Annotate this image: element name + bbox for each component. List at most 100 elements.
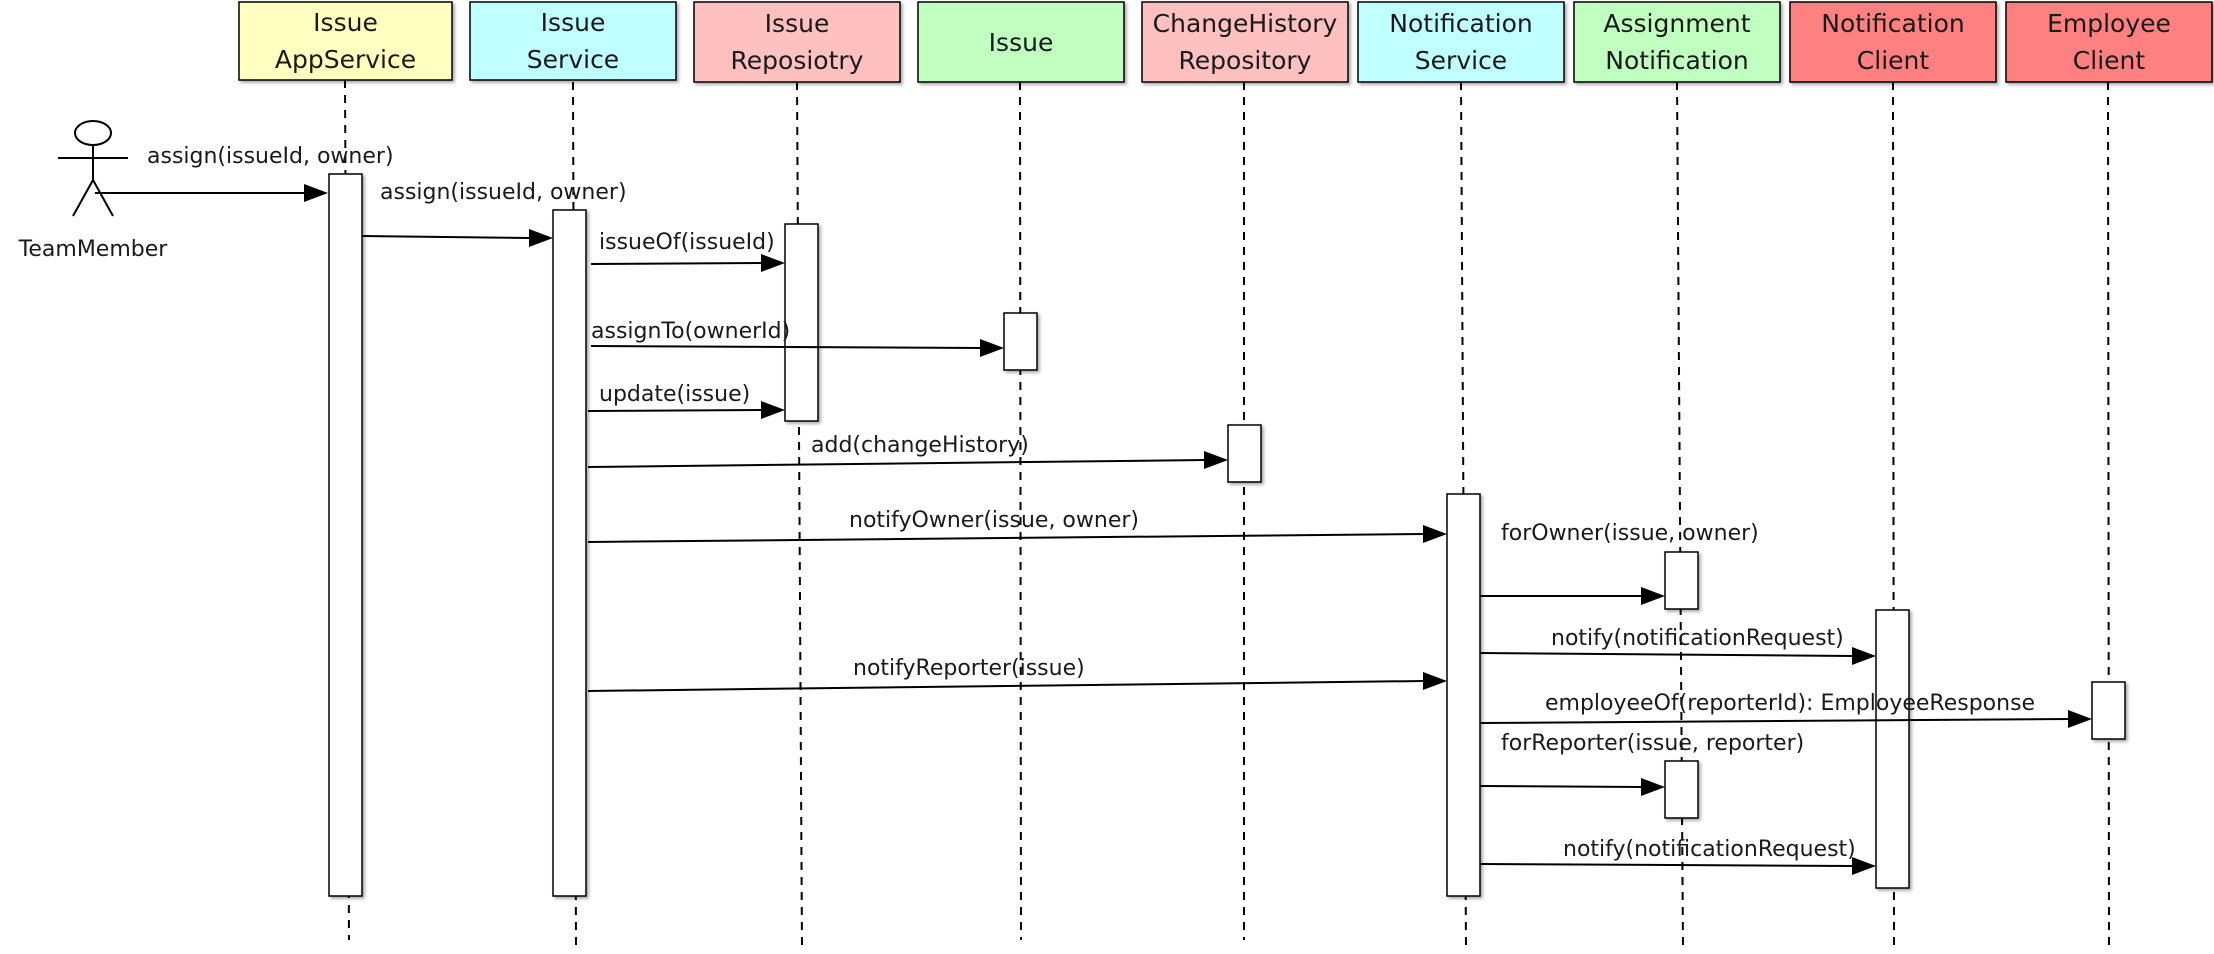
participant-label-line2: Client — [2073, 46, 2146, 75]
message-label-8: forOwner(issue, owner) — [1501, 521, 1759, 546]
lifeline-employee-client — [2107, 81, 2110, 951]
actor-left-leg — [72, 179, 94, 217]
message-10 — [587, 672, 1447, 692]
message-13 — [1479, 857, 1876, 875]
activation-assignment-notification-reporter — [1664, 760, 1699, 819]
message-label-6: add(changeHistory) — [811, 433, 1029, 458]
arrowhead — [980, 339, 1004, 357]
participant-label-line1: Assignment — [1603, 9, 1750, 38]
activation-issue — [1003, 312, 1038, 371]
message-2 — [361, 229, 553, 247]
message-line — [1479, 652, 1854, 657]
lifeline-assignment-notification — [1676, 81, 1684, 951]
participant-employee-client: Employee Client — [2005, 1, 2213, 83]
participant-label-line1: Issue — [989, 28, 1054, 57]
actor-right-leg — [92, 179, 114, 217]
arrowhead — [761, 401, 785, 419]
participant-label-line1: Issue — [541, 8, 606, 37]
message-line — [1479, 718, 2070, 724]
message-6 — [587, 451, 1228, 469]
message-5 — [587, 401, 785, 419]
participant-box — [693, 1, 901, 83]
participant-box — [469, 1, 677, 81]
participant-box — [2005, 1, 2213, 83]
participant-box — [1573, 1, 1781, 83]
arrowhead — [1852, 857, 1876, 875]
message-label-5: update(issue) — [599, 382, 750, 407]
participant-issue-appservice: Issue AppService — [238, 1, 453, 81]
activation-employee-client — [2091, 681, 2126, 740]
participant-label-line2: Client — [1857, 46, 1930, 75]
participant-label-line1: Notification — [1389, 9, 1532, 38]
arrowhead — [1423, 525, 1447, 543]
participant-assignment-notification: Assignment Notification — [1573, 1, 1781, 83]
message-label-11: employeeOf(reporterId): EmployeeResponse — [1545, 691, 2035, 716]
arrowhead — [529, 229, 553, 247]
participant-label-line1: ChangeHistory — [1153, 9, 1338, 38]
message-label-4: assignTo(ownerId) — [591, 319, 790, 344]
arrowhead — [1204, 451, 1228, 469]
arrowhead — [1423, 672, 1447, 690]
message-3 — [590, 254, 785, 272]
participant-label-line2: Reposiotry — [731, 46, 864, 75]
message-1 — [95, 184, 328, 202]
activation-issue-repository — [784, 223, 819, 422]
arrowhead — [1852, 647, 1876, 665]
participant-changehistory-repository: ChangeHistory Repository — [1141, 1, 1349, 83]
participant-label-line2: Service — [1415, 46, 1507, 75]
message-label-9: notify(notificationRequest) — [1551, 626, 1844, 651]
message-11 — [1479, 710, 2092, 728]
message-label-13: notify(notificationRequest) — [1563, 837, 1856, 862]
message-line — [587, 533, 1425, 543]
participant-issue-service: Issue Service — [469, 1, 677, 81]
participant-label-line2: Repository — [1179, 46, 1312, 75]
message-9 — [1479, 647, 1876, 665]
arrowhead — [2068, 710, 2092, 728]
message-line — [587, 680, 1425, 692]
activation-notification-client — [1875, 609, 1910, 889]
actor-head — [74, 120, 112, 146]
participant-box — [238, 1, 453, 81]
activation-issue-service — [552, 209, 587, 897]
message-7 — [587, 525, 1447, 543]
message-line — [587, 459, 1206, 468]
message-line — [1479, 863, 1854, 867]
participant-label-line1: Notification — [1821, 9, 1964, 38]
participant-issue-repository: Issue Reposiotry — [693, 1, 901, 83]
message-12 — [1479, 778, 1665, 796]
actor-label: TeamMember — [18, 237, 169, 262]
activation-changehistory-repository — [1227, 424, 1262, 483]
participant-box — [1141, 1, 1349, 83]
message-label-7: notifyOwner(issue, owner) — [849, 508, 1139, 533]
message-label-10: notifyReporter(issue) — [853, 656, 1085, 681]
participant-label-line2: AppService — [275, 45, 416, 74]
message-label-12: forReporter(issue, reporter) — [1501, 731, 1804, 756]
actor-teammember — [58, 120, 128, 217]
message-4 — [590, 339, 1004, 357]
activation-notification-service — [1446, 493, 1481, 897]
participant-issue: Issue — [917, 1, 1125, 83]
arrowhead — [1641, 778, 1665, 796]
arrowhead — [761, 254, 785, 272]
message-line — [1479, 785, 1643, 788]
participant-label-line2: Notification — [1605, 46, 1748, 75]
message-line — [361, 235, 531, 239]
participant-label-line1: Issue — [313, 8, 378, 37]
arrowhead — [1641, 587, 1665, 605]
participant-label-line2: Service — [527, 45, 619, 74]
message-label-1: assign(issueId, owner) — [147, 144, 394, 169]
message-line — [590, 345, 982, 349]
activation-assignment-notification-owner — [1664, 551, 1699, 610]
participant-label-line1: Employee — [2047, 9, 2171, 38]
message-label-3: issueOf(issueId) — [599, 230, 775, 255]
participant-label-line1: Issue — [765, 9, 830, 38]
participant-notification-client: Notification Client — [1789, 1, 1997, 83]
lifeline-issue-repository — [796, 81, 803, 951]
participant-notification-service: Notification Service — [1357, 1, 1565, 83]
activation-issue-appservice — [328, 173, 363, 897]
arrowhead — [304, 184, 328, 202]
participant-box — [1789, 1, 1997, 83]
message-line — [587, 409, 763, 412]
message-line — [590, 262, 763, 265]
